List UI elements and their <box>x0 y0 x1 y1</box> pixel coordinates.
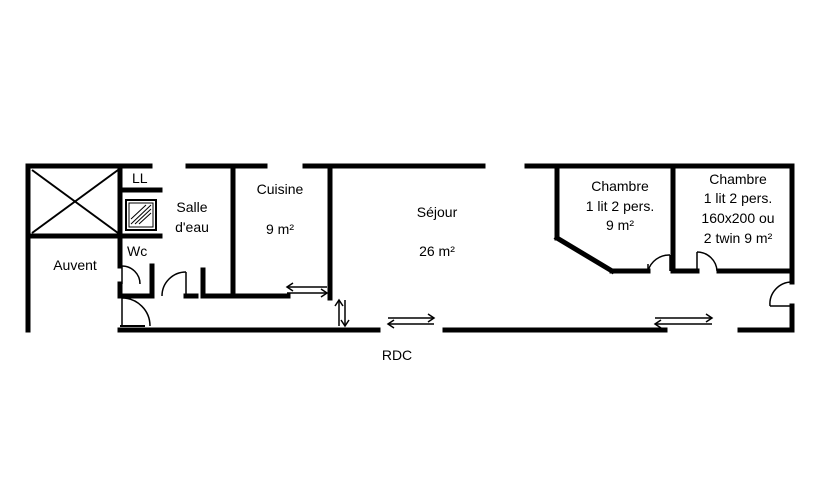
salle-deau-label-line1: Salle <box>176 199 207 215</box>
sliding-openings <box>285 282 714 329</box>
right-slider-icon <box>653 313 714 329</box>
wc-door-icon <box>121 265 141 285</box>
bedroom1-door-icon <box>647 254 671 272</box>
exterior-door-right-icon <box>769 281 793 307</box>
doors <box>121 251 793 327</box>
bathroom-door-icon <box>161 271 187 297</box>
chambre1-line2: 1 lit 2 pers. <box>586 198 654 214</box>
entry-door-icon <box>121 297 151 327</box>
sejour-area: 26 m² <box>419 243 455 259</box>
chambre1-line3: 9 m² <box>606 217 634 233</box>
sejour-slider-icon <box>386 313 436 329</box>
sejour-label: Séjour <box>417 204 458 220</box>
room-labels: LL Salle d'eau Wc Auvent Cuisine 9 m² Sé… <box>53 170 774 273</box>
chambre2-line3: 160x200 ou <box>701 210 774 226</box>
ll-label: LL <box>132 170 148 186</box>
chambre1-line1: Chambre <box>591 178 649 194</box>
wc-label: Wc <box>127 243 147 259</box>
bedroom2-door-icon <box>696 251 718 272</box>
cuisine-slider-icon <box>285 282 329 298</box>
floor-label: RDC <box>382 347 412 363</box>
chambre2-line1: Chambre <box>709 171 767 187</box>
salle-deau-label-line2: d'eau <box>175 219 209 235</box>
chambre2-line4: 2 twin 9 m² <box>704 230 773 246</box>
chambre2-line2: 1 lit 2 pers. <box>704 190 772 206</box>
vertical-slider-icon <box>334 298 350 328</box>
storage-cross <box>31 169 119 234</box>
auvent-label: Auvent <box>53 257 97 273</box>
walls <box>25 163 795 333</box>
cuisine-label: Cuisine <box>257 181 304 197</box>
shower-icon <box>125 199 157 231</box>
cuisine-area: 9 m² <box>266 221 294 237</box>
